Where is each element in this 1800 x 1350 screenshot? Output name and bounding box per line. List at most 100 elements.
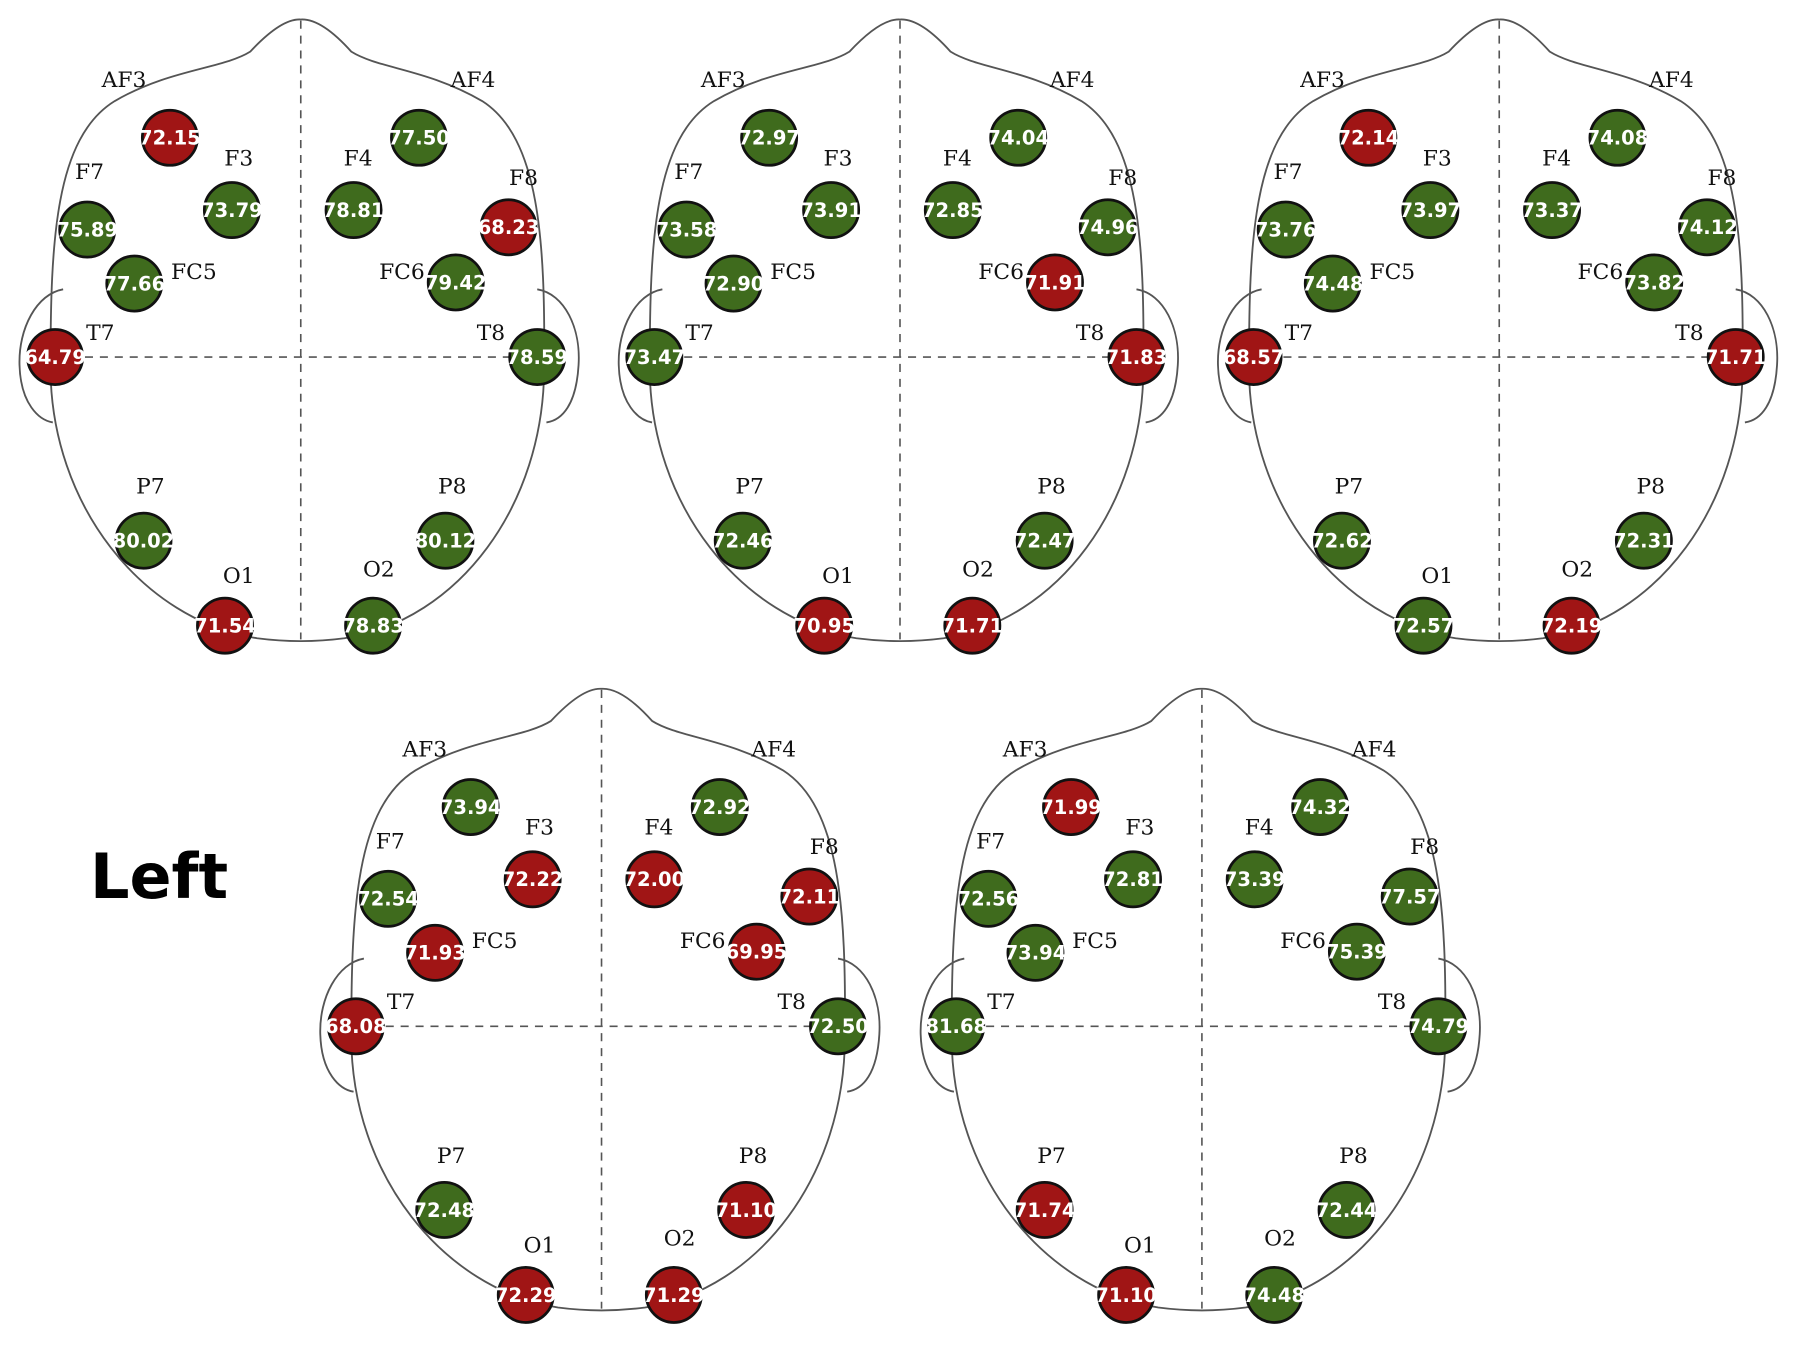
electrode-label-o2: O2: [1561, 557, 1593, 582]
head-map-1: AF372.15AF477.50F775.89F373.79F478.81F86…: [18, 18, 580, 655]
electrode-label-f3: F3: [1423, 146, 1452, 171]
electrode-label-o2: O2: [363, 557, 395, 582]
electrode-label-af3: AF3: [1299, 68, 1345, 93]
electrode-value-af3: 72.97: [738, 127, 800, 150]
electrode-label-t7: T7: [1285, 321, 1313, 346]
electrode-marker-o2: [1245, 1265, 1304, 1324]
electrode-label-o1: O1: [524, 1233, 556, 1258]
electrode-value-t7: 68.08: [325, 1015, 387, 1038]
electrode-value-f8: 77.57: [1379, 885, 1441, 908]
electrode-label-o2: O2: [664, 1227, 696, 1252]
electrode-marker-t8: [508, 328, 567, 386]
electrode-value-p8: 80.12: [415, 530, 477, 553]
electrode-marker-t7: [326, 997, 385, 1056]
electrode-value-t7: 73.47: [623, 346, 685, 369]
electrode-label-af3: AF3: [401, 738, 447, 763]
electrode-label-p8: P8: [1636, 475, 1665, 500]
electrode-label-fc6: FC6: [1578, 260, 1624, 285]
electrode-label-p7: P7: [1335, 475, 1364, 500]
electrode-value-t8: 71.71: [1705, 346, 1767, 369]
electrode-label-af3: AF3: [700, 68, 746, 93]
electrode-value-af4: 77.50: [388, 127, 450, 150]
electrode-marker-p8: [1317, 1181, 1376, 1239]
electrode-value-f7: 72.54: [357, 888, 419, 911]
electrode-value-p7: 71.74: [1014, 1199, 1076, 1222]
electrode-label-p7: P7: [735, 475, 764, 500]
electrode-label-f3: F3: [824, 146, 853, 171]
electrode-marker-f3: [202, 181, 261, 240]
electrode-label-af4: AF4: [1351, 738, 1397, 763]
electrode-label-fc5: FC5: [171, 260, 217, 285]
electrode-label-f8: F8: [509, 166, 538, 191]
electrode-marker-f3: [1401, 181, 1460, 240]
electrode-label-t7: T7: [685, 321, 713, 346]
left-ear-outline: [319, 957, 365, 1093]
electrode-marker-t8: [1409, 997, 1468, 1056]
electrode-label-f7: F7: [674, 160, 703, 185]
electrode-marker-f4: [625, 850, 684, 909]
electrode-marker-t8: [809, 997, 867, 1056]
electrode-value-fc6: 71.91: [1024, 271, 1086, 294]
right-ear-outline: [1735, 288, 1779, 424]
right-ear-outline: [837, 957, 881, 1093]
electrode-marker-af3: [1339, 108, 1398, 167]
electrode-value-t7: 68.57: [1223, 346, 1285, 369]
electrode-value-af3: 71.99: [1040, 796, 1102, 819]
electrode-label-f4: F4: [344, 146, 373, 171]
electrode-marker-af4: [989, 108, 1048, 167]
electrode-label-af4: AF4: [1648, 68, 1694, 93]
electrode-value-o1: 72.29: [495, 1284, 557, 1307]
electrode-marker-af3: [1042, 778, 1100, 836]
electrode-marker-af4: [690, 778, 749, 836]
electrode-marker-af3: [740, 108, 799, 167]
electrode-marker-o2: [1542, 596, 1601, 655]
electrode-label-t7: T7: [987, 990, 1015, 1015]
electrode-value-t8: 78.59: [506, 346, 568, 369]
electrode-value-t8: 72.50: [807, 1015, 869, 1038]
electrode-marker-f8: [479, 198, 538, 257]
electrode-value-f7: 72.56: [958, 888, 1020, 911]
electrode-marker-f8: [1078, 198, 1137, 257]
electrode-marker-f7: [657, 200, 716, 259]
electrode-label-f7: F7: [376, 829, 405, 854]
electrode-marker-p8: [1614, 511, 1673, 570]
right-ear-outline: [537, 288, 580, 424]
electrode-value-fc6: 69.95: [726, 941, 788, 964]
electrode-marker-p8: [717, 1181, 776, 1239]
electrode-marker-o1: [795, 596, 854, 655]
electrode-marker-t8: [1706, 328, 1765, 386]
electrode-label-f7: F7: [976, 829, 1005, 854]
electrode-value-fc5: 71.93: [404, 942, 466, 965]
electrode-marker-f8: [780, 867, 839, 926]
electrode-label-fc6: FC6: [1280, 929, 1326, 954]
electrode-label-p8: P8: [1037, 475, 1066, 500]
electrode-label-o1: O1: [223, 564, 255, 589]
electrode-value-f4: 73.37: [1521, 199, 1583, 222]
electrode-label-o1: O1: [1421, 564, 1453, 589]
electrode-value-f4: 72.85: [922, 199, 984, 222]
electrode-value-f8: 74.12: [1676, 216, 1738, 239]
electrode-value-f7: 75.89: [56, 218, 118, 241]
electrode-label-f4: F4: [1245, 816, 1274, 841]
electrode-value-p8: 72.31: [1613, 530, 1675, 553]
electrode-marker-fc6: [1327, 922, 1386, 981]
left-ear-outline: [617, 288, 663, 424]
electrode-label-af4: AF4: [1049, 68, 1095, 93]
electrode-marker-fc5: [1303, 254, 1362, 313]
electrode-value-fc5: 74.48: [1302, 272, 1364, 295]
electrode-label-p8: P8: [438, 475, 467, 500]
electrode-label-f8: F8: [810, 835, 839, 860]
electrode-label-f4: F4: [644, 816, 673, 841]
electrode-label-fc6: FC6: [680, 929, 726, 954]
electrode-marker-o2: [644, 1265, 703, 1324]
electrode-marker-f4: [923, 181, 982, 240]
electrode-value-af3: 72.14: [1338, 127, 1400, 150]
electrode-label-p7: P7: [1037, 1144, 1066, 1169]
electrode-marker-p7: [1015, 1181, 1074, 1239]
electrode-value-f3: 73.79: [201, 199, 263, 222]
electrode-marker-t8: [1107, 328, 1166, 386]
electrode-label-p8: P8: [1339, 1144, 1368, 1169]
electrode-marker-af3: [140, 108, 199, 167]
electrode-marker-t7: [1224, 328, 1283, 386]
electrode-value-fc6: 73.82: [1623, 271, 1685, 294]
